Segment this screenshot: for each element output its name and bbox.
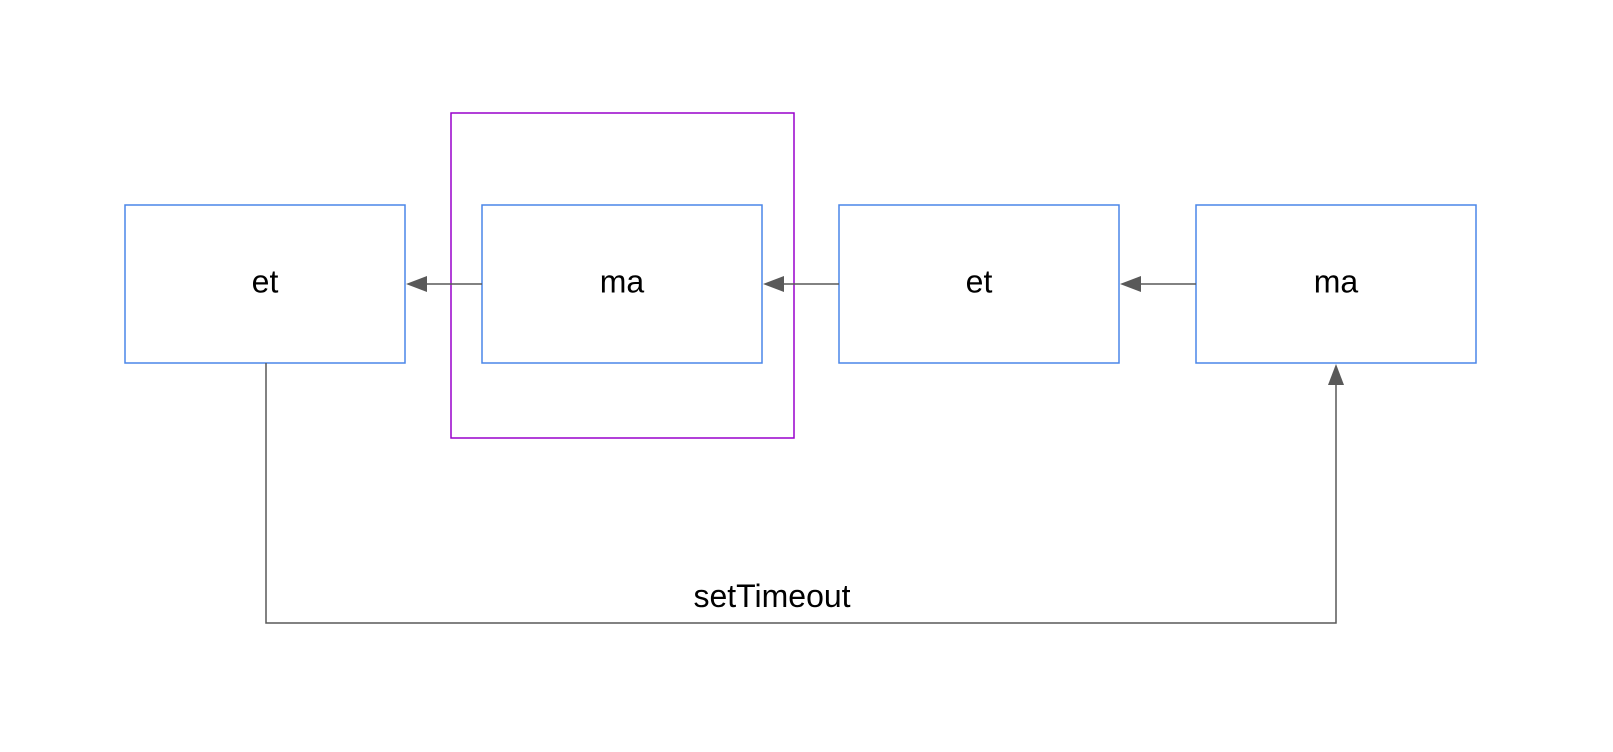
node-1-label: et <box>252 263 279 299</box>
node-1[interactable]: et <box>124 204 406 364</box>
edge-node4-to-node3 <box>1120 276 1196 292</box>
edge-node1-to-node4: setTimeout <box>265 363 1344 624</box>
node-2-box <box>481 204 763 364</box>
node-2[interactable]: ma <box>481 204 763 364</box>
arrowhead-up-icon <box>1328 364 1344 385</box>
edge-line <box>265 363 1337 624</box>
group-highlight-box <box>450 112 795 439</box>
arrowhead-left-icon <box>763 276 784 292</box>
node-4[interactable]: ma <box>1195 204 1477 364</box>
node-3-label: et <box>966 263 993 299</box>
node-3[interactable]: et <box>838 204 1120 364</box>
arrowhead-left-icon <box>1120 276 1141 292</box>
node-4-label: ma <box>1314 263 1359 299</box>
edge-label-settimeout: setTimeout <box>693 578 850 614</box>
edge-node2-to-node1 <box>406 276 482 292</box>
node-1-box <box>124 204 406 364</box>
edge-node3-to-node2 <box>763 276 839 292</box>
arrowhead-left-icon <box>406 276 427 292</box>
node-2-label: ma <box>600 263 645 299</box>
node-3-box <box>838 204 1120 364</box>
